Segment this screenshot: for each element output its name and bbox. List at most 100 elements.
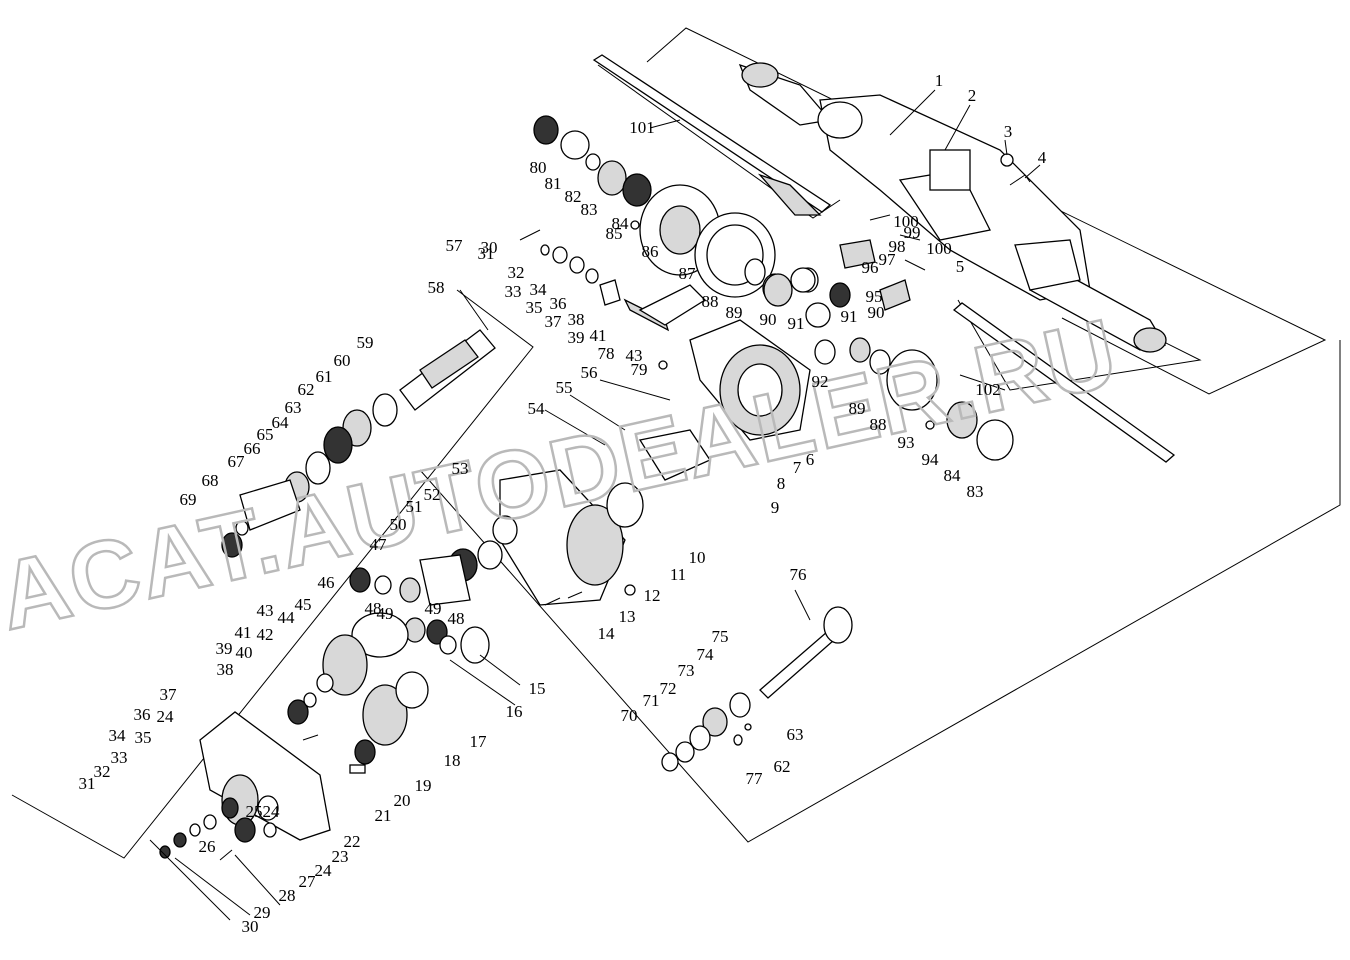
part-label-45: 45 [295, 595, 312, 614]
part-label-75: 75 [712, 627, 729, 646]
assembly-frames [11, 27, 1341, 859]
part-label-35: 35 [135, 728, 152, 747]
main-housing [689, 319, 811, 441]
part-label-79: 79 [631, 360, 648, 379]
part-label-39: 39 [568, 328, 585, 347]
part-label-88: 88 [702, 292, 719, 311]
part-label-96: 96 [862, 258, 879, 277]
part-label-68: 68 [202, 471, 219, 490]
part-label-48: 48 [448, 609, 465, 628]
part-label-39: 39 [216, 639, 233, 658]
part-label-55: 55 [556, 378, 573, 397]
part-label-66: 66 [244, 439, 261, 458]
part-label-59: 59 [357, 333, 374, 352]
part-label-11: 11 [670, 565, 686, 584]
part-label-3: 3 [1004, 122, 1013, 141]
part-label-37: 37 [545, 312, 563, 331]
part-label-62: 62 [298, 380, 315, 399]
part-label-63: 63 [787, 725, 804, 744]
half-shaft-76 [661, 606, 853, 772]
part-label-69: 69 [180, 490, 197, 509]
part-label-52: 52 [424, 485, 441, 504]
part-label-70: 70 [621, 706, 638, 725]
part-label-98: 98 [889, 237, 906, 256]
part-label-64: 64 [272, 413, 290, 432]
part-label-46: 46 [318, 573, 335, 592]
part-label-33: 33 [505, 282, 522, 301]
part-label-54: 54 [528, 399, 546, 418]
part-label-38: 38 [568, 310, 585, 329]
part-labels: 1234567891011121314151617181920212223242… [79, 71, 1047, 936]
part-label-101: 101 [629, 118, 655, 137]
part-label-48: 48 [365, 599, 382, 618]
part-label-36: 36 [550, 294, 567, 313]
part-label-72: 72 [660, 679, 677, 698]
inter-axle-housing [499, 429, 711, 606]
part-label-67: 67 [228, 452, 246, 471]
frame-axle-shaft-101 [597, 64, 841, 219]
part-label-15: 15 [529, 679, 546, 698]
part-label-88: 88 [870, 415, 887, 434]
part-label-31: 31 [79, 774, 96, 793]
part-label-27: 27 [299, 872, 317, 891]
part-label-22: 22 [344, 832, 361, 851]
part-label-30: 30 [242, 917, 259, 936]
bearings-left [221, 393, 398, 558]
part-label-18: 18 [444, 751, 461, 770]
part-label-91: 91 [788, 314, 805, 333]
part-label-90: 90 [760, 310, 777, 329]
part-label-21: 21 [375, 806, 392, 825]
part-label-99: 99 [904, 223, 921, 242]
part-label-90: 90 [868, 303, 885, 322]
leader-lines [149, 89, 1041, 921]
part-label-84: 84 [612, 214, 630, 233]
part-label-24: 24 [315, 861, 333, 880]
part-label-80: 80 [530, 158, 547, 177]
part-label-100: 100 [926, 239, 952, 258]
part-label-26: 26 [199, 837, 216, 856]
part-label-29: 29 [254, 903, 271, 922]
part-label-81: 81 [545, 174, 562, 193]
part-label-5: 5 [956, 257, 965, 276]
part-label-44: 44 [278, 608, 296, 627]
part-label-20: 20 [394, 791, 411, 810]
small-parts-upper [519, 229, 707, 332]
part-label-23: 23 [332, 847, 349, 866]
part-label-87: 87 [679, 264, 697, 283]
part-label-57: 57 [446, 236, 464, 255]
part-label-16: 16 [506, 702, 523, 721]
frame-axle-housing [646, 27, 1327, 395]
part-label-13: 13 [619, 607, 636, 626]
part-label-42: 42 [257, 625, 274, 644]
part-label-76: 76 [790, 565, 807, 584]
part-label-92: 92 [812, 372, 829, 391]
frame-housing-right [419, 340, 1341, 843]
differential-right [763, 239, 1014, 461]
part-label-9: 9 [771, 498, 780, 517]
part-label-6: 6 [806, 450, 815, 469]
part-label-102: 102 [975, 380, 1001, 399]
part-label-82: 82 [565, 187, 582, 206]
part-label-40: 40 [236, 643, 253, 662]
part-label-49: 49 [377, 604, 394, 623]
part-label-94: 94 [922, 450, 940, 469]
part-label-24: 24 [157, 707, 175, 726]
part-label-41: 41 [590, 326, 607, 345]
shaft-102 [952, 302, 1176, 463]
small-parts-lower [287, 673, 366, 774]
part-label-56: 56 [581, 363, 598, 382]
part-label-2: 2 [968, 86, 977, 105]
part-label-49: 49 [425, 599, 442, 618]
part-label-58: 58 [428, 278, 445, 297]
part-label-73: 73 [678, 661, 695, 680]
part-label-85: 85 [606, 224, 623, 243]
part-label-38: 38 [217, 660, 234, 679]
part-label-78: 78 [598, 344, 615, 363]
part-label-93: 93 [898, 433, 915, 452]
part-label-71: 71 [643, 691, 660, 710]
part-label-24: 24 [263, 802, 281, 821]
part-label-36: 36 [134, 705, 151, 724]
axle-housing-part [738, 62, 1167, 353]
part-label-91: 91 [841, 307, 858, 326]
